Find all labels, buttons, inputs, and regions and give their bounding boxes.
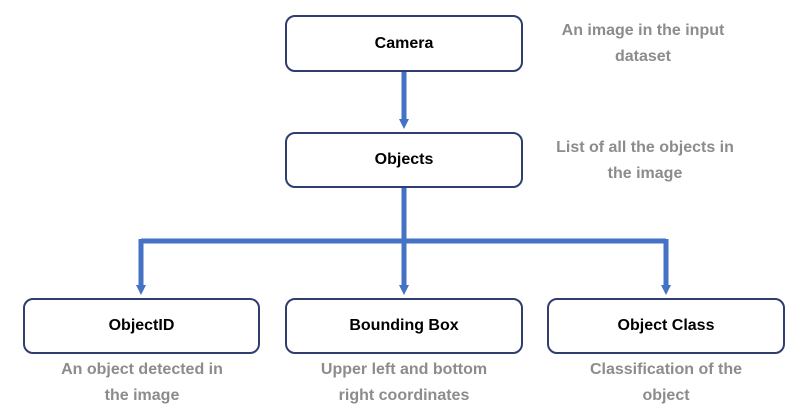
- objects-label: Objects: [374, 151, 434, 168]
- bounding-box-note: Upper left and bottom right coordinates: [320, 361, 488, 404]
- bounding-box-label: Bounding Box: [349, 317, 459, 334]
- object-class-note: Classification of the object: [589, 361, 743, 404]
- bounding-box-box: Bounding Box: [285, 298, 523, 354]
- object-class-box: Object Class: [547, 298, 785, 354]
- object-class-label: Object Class: [617, 317, 715, 334]
- camera-box: Camera: [285, 15, 523, 72]
- objectid-label: ObjectID: [108, 317, 175, 334]
- objectid-box: ObjectID: [23, 298, 260, 354]
- camera-note: An image in the input dataset: [561, 22, 725, 65]
- objectid-note: An object detected in the image: [61, 361, 223, 404]
- objects-box: Objects: [285, 132, 523, 188]
- objects-note: List of all the objects in the image: [556, 139, 734, 182]
- camera-label: Camera: [374, 34, 434, 52]
